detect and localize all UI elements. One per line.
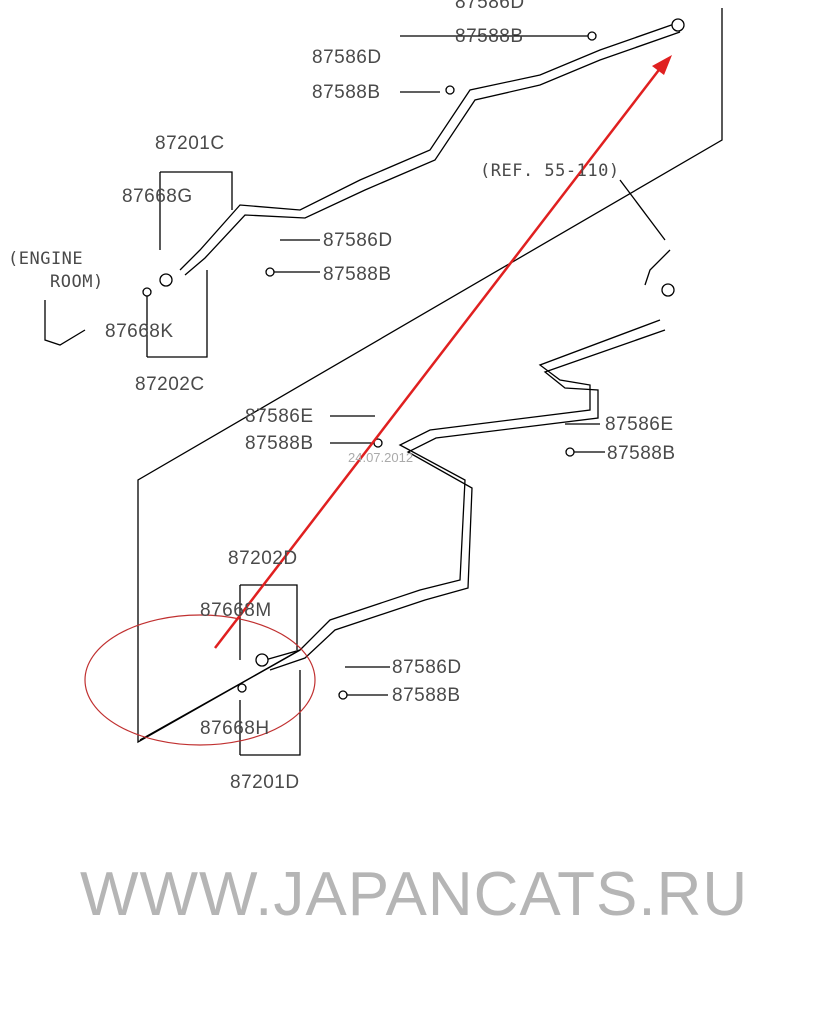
engine-pipe (44, 300, 86, 346)
label-87668k: 87668K (105, 321, 174, 342)
label-87586d: 87586D (312, 47, 382, 68)
label-87668h: 87668H (200, 718, 270, 739)
label-87588b: 87588B (312, 82, 381, 103)
highlight-circle (84, 614, 316, 746)
label-87588b-5: 87588B (392, 685, 461, 706)
label-87586d-3: 87586D (392, 657, 462, 678)
pipe-ref (644, 249, 671, 286)
label-87588b-top: 87588B (455, 26, 524, 47)
label-87201c: 87201C (155, 133, 225, 154)
label-87202c: 87202C (135, 374, 205, 395)
pipe-upper (179, 21, 681, 271)
label-87586d-top: 87586D (455, 0, 525, 13)
label-87586e: 87586E (245, 406, 314, 427)
pipe-lower-2 (269, 329, 666, 671)
label-room: ROOM) (50, 272, 104, 292)
arrowhead (652, 55, 672, 75)
label-87588b-2: 87588B (323, 264, 392, 285)
frame-outline (137, 8, 723, 744)
label-87202d: 87202D (228, 548, 298, 569)
label-87201d: 87201D (230, 772, 300, 793)
label-87588b-4: 87588B (607, 443, 676, 464)
label-ref: (REF. 55-110) (480, 161, 620, 181)
bracket-202c (146, 270, 208, 358)
watermark: WWW.JAPANCATS.RU (80, 860, 749, 929)
annotation-arrow (214, 61, 666, 649)
label-87586e-2: 87586E (605, 414, 674, 435)
label-engine: (ENGINE (8, 249, 84, 269)
frame-diagonal (139, 649, 301, 741)
label-87586d-2: 87586D (323, 230, 393, 251)
label-87668g: 87668G (122, 186, 193, 207)
bracket-202d (239, 584, 298, 660)
bracket-201c (159, 171, 233, 250)
pipe-upper-2 (184, 31, 681, 276)
date-stamp: 24.07.2012 (348, 450, 414, 465)
bracket-201d (239, 670, 301, 756)
label-87668m: 87668M (200, 600, 272, 621)
leader-lines (270, 35, 605, 696)
label-87588b-3: 87588B (245, 433, 314, 454)
ref-leader (619, 179, 666, 241)
pipe-lower (264, 319, 661, 661)
